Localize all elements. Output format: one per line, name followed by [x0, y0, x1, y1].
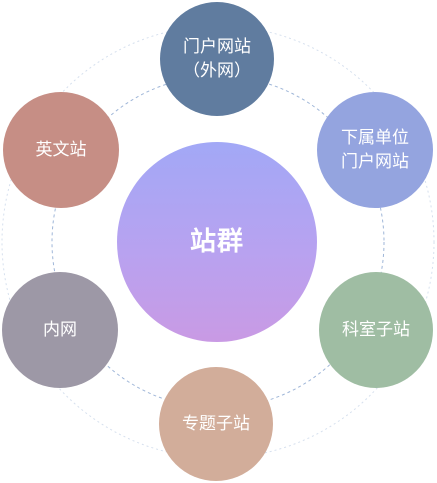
node-portal-external: 门户网站 （外网） [160, 2, 274, 116]
node-english-site: 英文站 [3, 92, 119, 208]
node-label: 内网 [43, 320, 77, 340]
node-label: 专题子站 [182, 414, 250, 434]
node-label-line-2: （外网） [183, 61, 251, 81]
node-intranet: 内网 [2, 272, 118, 388]
node-department-sites: 科室子站 [319, 272, 433, 388]
node-label: 英文站 [35, 140, 87, 160]
node-subordinate-portals: 下属单位 门户网站 [317, 92, 433, 208]
node-label-line-1: 门户网站 [183, 37, 251, 57]
node-label: 科室子站 [342, 320, 410, 340]
node-label-line-2: 门户网站 [341, 152, 409, 172]
node-label-line-1: 下属单位 [341, 128, 409, 148]
center-node-label: 站群 [189, 227, 244, 257]
node-topic-sites: 专题子站 [159, 367, 273, 481]
outer-orbit-ring [1, 25, 435, 459]
center-node-site-cluster: 站群 [117, 142, 317, 342]
